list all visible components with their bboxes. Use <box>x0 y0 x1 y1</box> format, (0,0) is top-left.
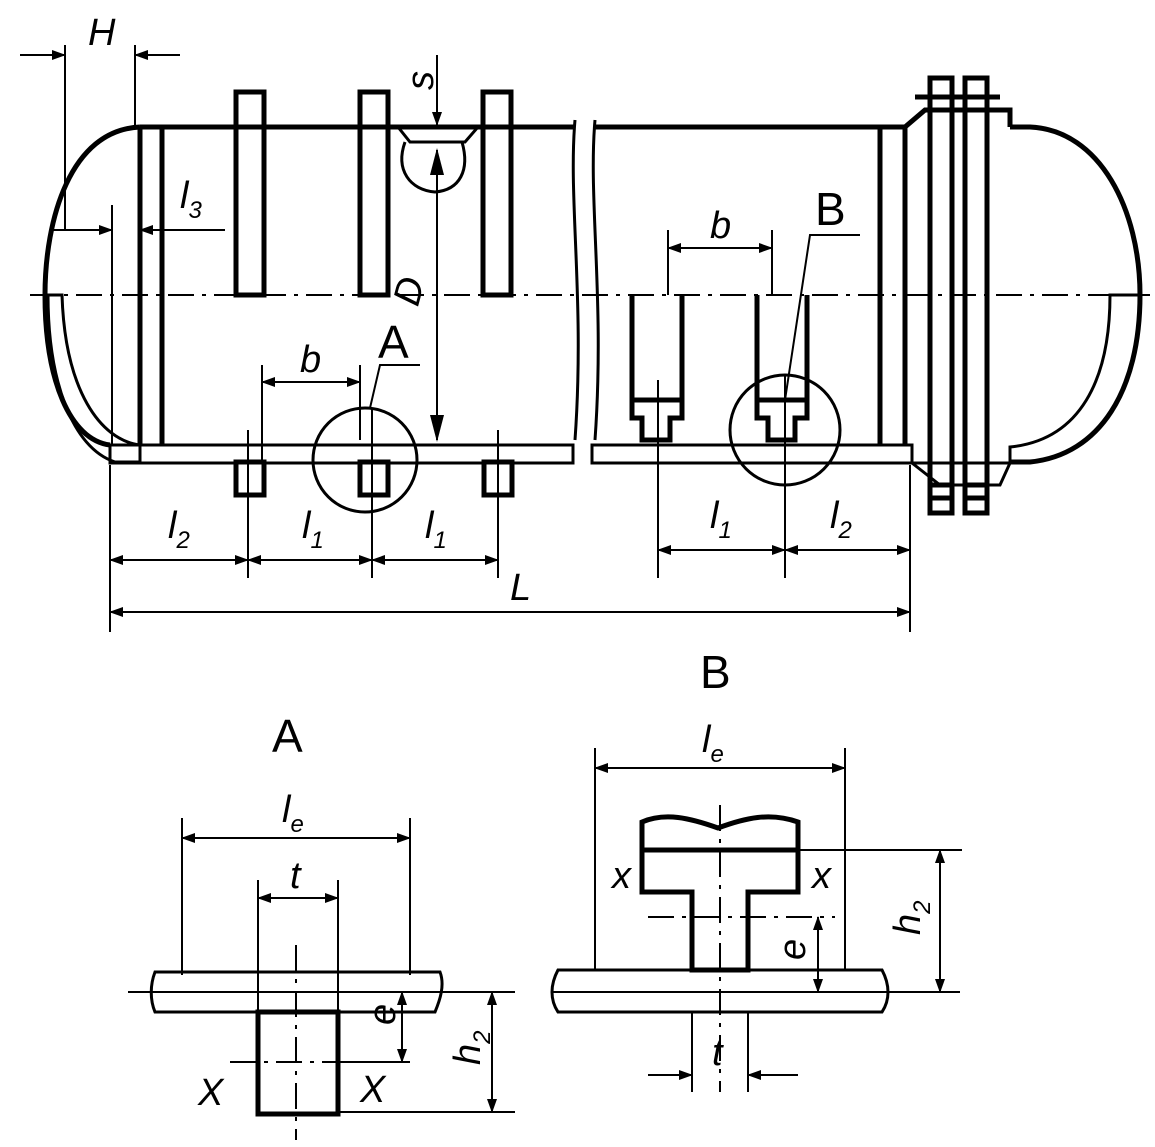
detail-a-label-t: t <box>290 855 302 897</box>
vessel-main-view <box>30 75 1150 516</box>
label-B-callout: B <box>815 183 846 235</box>
detail-a-shell-section <box>149 970 444 1014</box>
label-l1-c: l1 <box>710 495 732 544</box>
left-head-wall-section <box>46 293 142 464</box>
d-arrow-top <box>430 148 444 175</box>
detail-b-shell-section <box>550 968 890 1014</box>
label-l1-b: l1 <box>425 505 447 554</box>
label-l2-left: l2 <box>168 505 190 554</box>
detail-a-label-le: le <box>282 789 304 838</box>
internal-t-stiffener-1 <box>629 295 685 443</box>
label-L: L <box>510 567 531 609</box>
dimensions-main <box>20 45 911 632</box>
top-stiffener-1 <box>233 89 267 298</box>
detail-a-label-h2: h2 <box>447 1031 496 1066</box>
detail-a-label-x-left: X <box>197 1072 225 1114</box>
flange-bolt-1 <box>927 482 955 516</box>
bottom-shell-wall-left <box>108 443 575 465</box>
label-l1-a: l1 <box>302 505 324 554</box>
label-H: H <box>88 12 116 54</box>
detail-b-label-t: t <box>712 1032 724 1074</box>
detail-circle-a <box>311 406 419 514</box>
detail-s-circle <box>400 141 467 194</box>
bottom-stiffener-1 <box>233 459 267 498</box>
top-wall-section-s <box>394 125 482 144</box>
flange-bottom-section <box>907 461 1013 487</box>
detail-title-a: A <box>272 710 303 762</box>
d-arrow-bottom <box>430 415 444 442</box>
label-l2-right: l2 <box>830 495 852 544</box>
top-stiffener-2 <box>357 89 391 298</box>
detail-b-t-section <box>639 847 801 973</box>
label-b-right: b <box>710 205 731 247</box>
leader-b <box>784 234 860 401</box>
flange-bolt-2 <box>962 482 990 516</box>
detail-a <box>128 818 515 1140</box>
detail-b-label-h2: h2 <box>887 901 936 936</box>
detail-b-label-x-right: x <box>810 855 833 897</box>
detail-b-label-le: le <box>702 719 724 768</box>
detail-a-label-x-right: X <box>359 1069 387 1111</box>
label-D: D <box>386 273 434 310</box>
detail-b-t-top-break <box>639 814 801 850</box>
left-head-outer <box>42 124 141 448</box>
label-A-callout: A <box>378 316 409 368</box>
break-line-right <box>591 119 600 441</box>
label-l3: l3 <box>180 175 202 224</box>
detail-b <box>550 748 962 1092</box>
leader-a <box>369 364 420 409</box>
flange-plate-2 <box>962 75 990 501</box>
bottom-shell-wall-right <box>590 443 914 465</box>
bottom-stiffener-2 <box>357 459 391 498</box>
top-stiffener-3 <box>480 89 514 298</box>
internal-t-stiffener-2 <box>754 295 810 443</box>
detail-title-b: B <box>700 646 731 698</box>
right-head-wall-section <box>1008 293 1142 464</box>
flange-top <box>903 107 1013 129</box>
detail-a-label-e: e <box>362 1004 404 1025</box>
detail-b-label-e: e <box>772 939 814 960</box>
label-b-left: b <box>300 339 321 381</box>
label-s: s <box>400 71 442 90</box>
break-line-left <box>571 119 580 441</box>
flange-plate-1 <box>927 75 955 501</box>
detail-b-label-x-left: x <box>610 855 633 897</box>
labels: H s l3 D b A b B l2 l1 l1 l1 l2 L A B le… <box>88 12 936 1114</box>
